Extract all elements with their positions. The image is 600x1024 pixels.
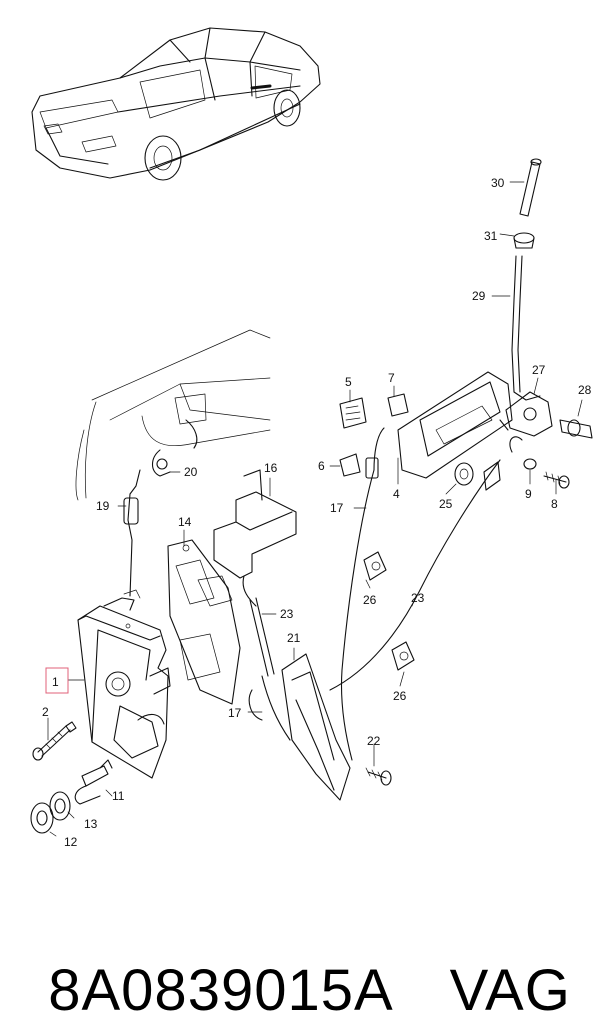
bolt-8 — [543, 471, 570, 489]
screw-22 — [365, 767, 392, 786]
callout-20: 20 — [184, 465, 198, 479]
callout-27: 27 — [532, 363, 546, 377]
connector-28 — [559, 419, 593, 439]
door-frame — [75, 329, 271, 501]
callout-26a: 26 — [363, 593, 377, 607]
callout-28: 28 — [578, 383, 592, 397]
lever-27 — [499, 391, 553, 437]
callout-19: 19 — [96, 499, 110, 513]
callout-22: 22 — [367, 734, 381, 748]
mounting-plate-14 — [167, 539, 241, 705]
callout-30: 30 — [491, 176, 505, 190]
cable-23-left — [242, 575, 291, 741]
pad-5 — [339, 397, 367, 429]
handle-housing-4 — [397, 371, 513, 479]
grommet-25 — [454, 462, 474, 486]
callout-1: 1 — [52, 675, 59, 689]
cable-23-right — [329, 436, 523, 691]
clip-26-lower — [391, 641, 415, 671]
inner-handle-21 — [281, 653, 351, 801]
callout-29: 29 — [472, 289, 486, 303]
callout-5: 5 — [345, 375, 352, 389]
nut-12 — [30, 802, 54, 834]
bolt-11 — [74, 759, 113, 805]
callout-21: 21 — [287, 631, 301, 645]
callout-14: 14 — [178, 515, 192, 529]
manufacturer-name: VAG — [449, 958, 571, 1023]
callout-26b: 26 — [393, 689, 407, 703]
callout-13: 13 — [84, 817, 98, 831]
callout-16: 16 — [264, 461, 278, 475]
lock-rod-29 — [511, 255, 541, 401]
rod-19 — [123, 419, 198, 597]
callout-23b: 23 — [411, 591, 425, 605]
callouts: 1 2 4 5 6 7 8 9 11 12 13 14 16 17 17 19 … — [42, 176, 592, 849]
leader-lines — [47, 181, 583, 837]
clip-6 — [339, 453, 361, 477]
callout-2: 2 — [42, 705, 49, 719]
lock-assembly — [77, 589, 171, 779]
cable-17 — [340, 427, 385, 761]
callout-8: 8 — [551, 497, 558, 511]
car-illustration — [31, 27, 321, 181]
callout-11: 11 — [112, 789, 125, 803]
callout-23a: 23 — [280, 607, 294, 621]
callout-7: 7 — [388, 371, 395, 385]
callout-6: 6 — [318, 459, 325, 473]
callout-25: 25 — [439, 497, 453, 511]
callout-9: 9 — [525, 487, 532, 501]
clip-7 — [387, 393, 409, 417]
washer-9 — [523, 458, 537, 470]
parts-diagram: 1 2 4 5 6 7 8 9 11 12 13 14 16 17 17 19 … — [30, 27, 593, 849]
callout-17a: 17 — [330, 501, 344, 515]
part-caption: 8A0839015A VAG — [14, 890, 571, 1024]
callout-31: 31 — [484, 229, 498, 243]
washer-13 — [49, 791, 71, 821]
clip-26-upper — [363, 551, 387, 581]
part-number: 8A0839015A — [48, 958, 394, 1023]
callout-4: 4 — [393, 487, 400, 501]
screw-2 — [32, 721, 77, 761]
lock-knob-30 — [519, 158, 542, 217]
bracket-16 — [213, 469, 297, 579]
callout-1-highlight — [45, 667, 69, 694]
callout-17b: 17 — [228, 706, 242, 720]
callout-12: 12 — [64, 835, 78, 849]
grommet-31 — [513, 232, 535, 249]
